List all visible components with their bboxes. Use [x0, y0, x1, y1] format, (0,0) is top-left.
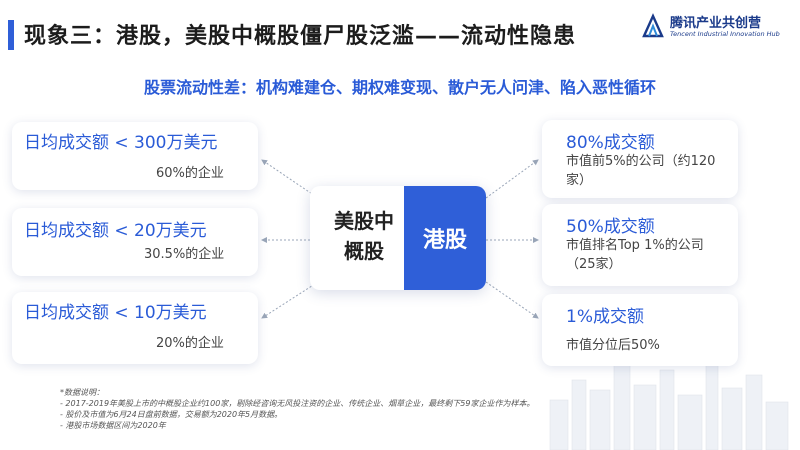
left-card-3-head: 日均成交额 < 10万美元 [24, 303, 207, 323]
notes-line: - 股价及市值为6月24日盘前数据，交易额为2020年5月数据。 [60, 410, 283, 419]
center-label-us-china-stocks: 美股中概股 [334, 209, 394, 263]
page-title: 现象三：港股，美股中概股僵尸股泛滥——流动性隐患 [24, 24, 577, 49]
connector-left-1 [261, 159, 319, 199]
left-card-2-head: 日均成交额 < 20万美元 [24, 221, 207, 241]
data-notes: *数据说明： - 2017-2019年美股上市的中概股企业约100家，剔除经咨询… [60, 387, 534, 431]
notes-heading: *数据说明： [60, 388, 104, 397]
logo-name-cn: 腾讯产业共创营 [670, 16, 762, 31]
logo-icon [642, 13, 664, 38]
logo-name-en: Tencent Industrial Innovation Hub [670, 30, 780, 38]
left-card-2 [12, 208, 258, 276]
right-card-3 [542, 294, 738, 366]
right-card-1 [542, 120, 738, 198]
left-card-1-head: 日均成交额 < 300万美元 [24, 133, 218, 153]
brand-logo: 腾讯产业共创营 Tencent Industrial Innovation Hu… [640, 10, 790, 44]
right-card-1-sub: 市值前5%的公司（约120家） [566, 154, 716, 188]
right-card-2-head: 50%成交额 [566, 217, 655, 237]
notes-line: - 港股市场数据区间为2020年 [60, 421, 166, 430]
left-card-3-sub: 20%的企业 [156, 336, 224, 351]
right-card-3-sub: 市值分位后50% [566, 338, 660, 353]
right-card-1-head: 80%成交额 [566, 133, 655, 153]
left-card-2-sub: 30.5%的企业 [144, 247, 225, 262]
connector-right-3 [485, 281, 539, 319]
left-card-1 [12, 122, 258, 190]
connector-right-1 [485, 159, 539, 199]
center-hk-block [404, 186, 486, 290]
right-card-2-sub: 市值排名Top 1%的公司（25家） [566, 238, 704, 272]
title-accent-bar [8, 20, 14, 50]
right-card-3-head: 1%成交额 [566, 307, 644, 327]
page-subtitle: 股票流动性差：机构难建仓、期权难变现、散户无人问津、陷入恶性循环 [143, 78, 656, 97]
left-card-1-sub: 60%的企业 [156, 166, 224, 181]
notes-line: - 2017-2019年美股上市的中概股企业约100家，剔除经咨询无风投注资的企… [60, 399, 535, 408]
connector-left-3 [261, 281, 319, 319]
left-card-3 [12, 292, 258, 364]
right-card-2 [542, 204, 738, 286]
center-label-hk-stocks: 港股 [422, 228, 467, 253]
city-skyline-illustration [549, 349, 789, 450]
